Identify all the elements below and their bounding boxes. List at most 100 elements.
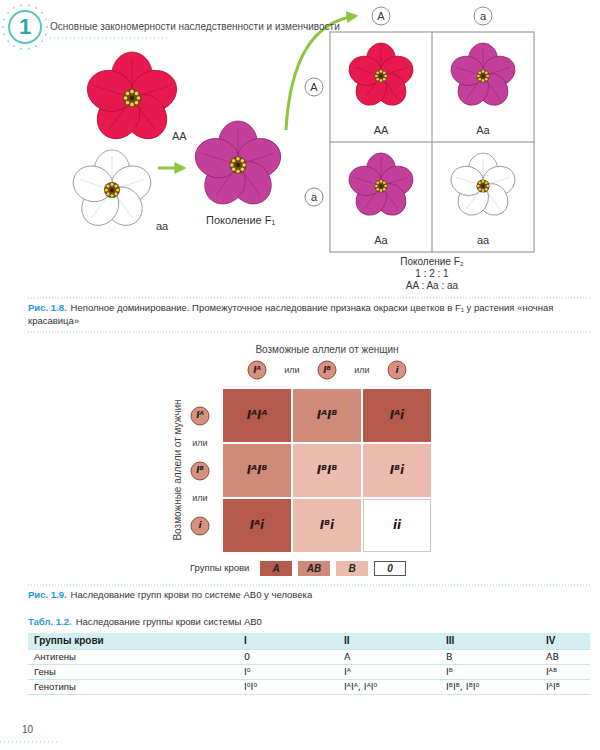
table-header: I (244, 635, 247, 647)
flower-center (374, 69, 387, 82)
legend-swatch: A (260, 561, 292, 576)
allele-circle: Iᴬ (190, 406, 210, 426)
table-header: III (446, 635, 454, 647)
stamen (242, 163, 246, 167)
punnett-line (330, 142, 534, 143)
genotype-cell: IᴬIᴮ (293, 389, 361, 442)
stamen (478, 71, 481, 74)
legend-title: Группы крови (190, 562, 249, 573)
node-text: A (310, 81, 317, 94)
genotype-cell: IᴬIᴮ (223, 444, 291, 497)
punnett-cell: AA (331, 33, 431, 141)
stamen (482, 180, 485, 183)
stamen (106, 192, 109, 195)
circle-shape (305, 188, 323, 206)
caption-number: Рис. 1.9. (28, 589, 67, 600)
decor-dot (20, 4, 22, 6)
legend-text: AB (307, 563, 321, 575)
or-word: или (192, 438, 207, 449)
decor-dot (46, 26, 48, 28)
petal-vein (139, 107, 155, 129)
stamen (130, 103, 134, 107)
stamen (106, 184, 109, 187)
flower-center (476, 179, 489, 192)
stamen (384, 185, 387, 188)
petal-vein (381, 158, 382, 178)
table-header-band (28, 633, 590, 649)
decor-dot (3, 19, 5, 21)
table-rule (28, 649, 590, 650)
petal-vein (365, 83, 377, 99)
genotype-cell: ii (363, 499, 431, 552)
stamen (380, 180, 383, 183)
flower-picture (345, 153, 417, 221)
table-cell: 0 (244, 651, 250, 662)
stamen (486, 185, 489, 188)
node-text: A (377, 10, 384, 23)
petal-vein (467, 193, 479, 209)
table-cell: Iᴮ (446, 666, 453, 677)
petal-vein (381, 48, 382, 68)
stamen (477, 75, 480, 78)
decor-dot (13, 45, 15, 47)
flower-picture (69, 150, 156, 233)
node-text: Iᴮi (390, 464, 404, 478)
stamen (380, 79, 383, 82)
allele-circle: i (190, 516, 210, 536)
table-header: Группы крови (34, 635, 104, 647)
caption-text: Неполное доминирование. Промежуточное на… (28, 302, 553, 326)
allele-circle: Iᴮ (190, 461, 210, 481)
stamen (485, 181, 488, 184)
petal-vein (80, 179, 103, 186)
or-word: или (192, 493, 207, 504)
decor-dot (7, 40, 9, 42)
stamen (375, 185, 378, 188)
node-text: Iᴬ (253, 365, 261, 375)
table-cell: Iᴬᴮ (546, 666, 557, 677)
circle-shape (191, 462, 209, 480)
circle-shape (191, 407, 209, 425)
stamen (375, 75, 378, 78)
genotype-cell: Iᴮi (293, 499, 361, 552)
stamen (482, 70, 485, 73)
decor-dot (35, 7, 37, 9)
petal-vein (122, 179, 145, 186)
petal-vein (491, 67, 510, 73)
allele-circle: i (387, 360, 407, 380)
node-text: Iᴬ (196, 410, 204, 420)
genotype-label: AA (172, 130, 187, 143)
stamen (376, 181, 379, 184)
decor-dot (28, 48, 30, 50)
table-cell: I⁰I⁰ (244, 681, 257, 692)
pistil (481, 74, 484, 77)
node-text: Aa (476, 124, 489, 137)
stamen (376, 71, 379, 74)
table-cell: IᴬIᴬ, IᴬI⁰ (344, 681, 377, 692)
legend-swatch: 0 (374, 561, 406, 576)
petal-vein (467, 83, 479, 99)
petal-vein (354, 67, 373, 73)
table-cell: Генотипы (34, 681, 76, 692)
generation-label: Поколение F₂ (400, 256, 463, 268)
stamen (486, 75, 489, 78)
petal-vein (202, 153, 227, 161)
circle-shape (305, 78, 323, 96)
petal-vein (248, 153, 273, 161)
flower-picture (82, 52, 182, 147)
gamete-circle: A (371, 6, 391, 26)
stamen (383, 78, 386, 81)
stamen (376, 78, 379, 81)
node-text: IᴬIᴬ (247, 409, 268, 423)
legend-text: A (272, 563, 279, 575)
petal-vein (216, 174, 232, 195)
petal-vein (132, 59, 133, 87)
ratio-label: AA : Aa : aa (406, 280, 458, 292)
stamen (485, 78, 488, 81)
stamen (105, 188, 108, 191)
table-cell: A (344, 651, 351, 662)
decor-dot (41, 12, 43, 14)
table-header: IV (546, 635, 555, 647)
genotype-cell: Iᴮi (363, 444, 431, 497)
stamen (137, 96, 141, 100)
stamen (380, 189, 383, 192)
